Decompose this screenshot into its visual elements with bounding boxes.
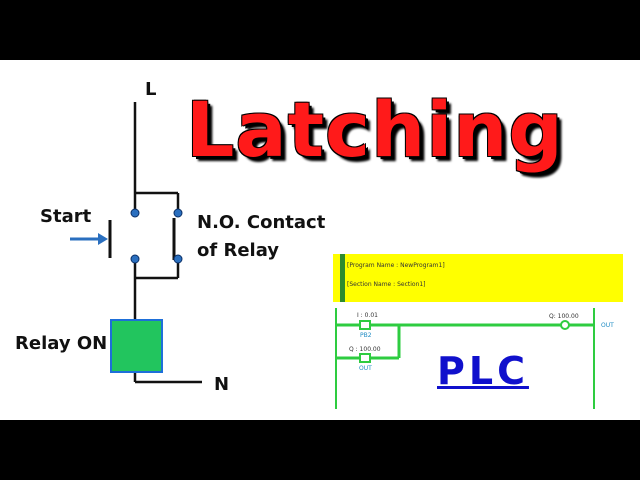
input-label: PB2 <box>360 332 372 339</box>
relay-label: Relay ON <box>15 333 108 354</box>
hold-contact <box>359 353 371 363</box>
contact-label-line2: of Relay <box>197 240 280 261</box>
output-coil <box>560 320 570 330</box>
section-name: [Section Name : Section1] <box>347 281 426 288</box>
input-contact <box>359 320 371 330</box>
output-address: Q: 100.00 <box>549 313 579 320</box>
contact-label-line1: N.O. Contact <box>197 212 326 233</box>
thumbnail-canvas: Latching L N Start N.O. <box>0 60 640 420</box>
relay-circuit-diagram <box>70 102 202 384</box>
plc-header-edge <box>340 254 345 302</box>
output-label: OUT <box>601 322 614 329</box>
contact-terminal-top <box>173 208 183 218</box>
plc-big-label: PLC <box>437 349 529 393</box>
relay-coil <box>110 319 163 373</box>
title-latching: Latching <box>186 85 564 174</box>
contact-terminal-bottom <box>173 254 183 264</box>
input-address: I : 0.01 <box>357 312 378 319</box>
start-terminal-bottom <box>130 254 140 264</box>
start-label: Start <box>40 206 92 227</box>
line-label: L <box>145 79 157 100</box>
hold-address: Q : 100.00 <box>349 346 381 353</box>
plc-header-bar <box>333 254 623 302</box>
start-terminal-top <box>130 208 140 218</box>
start-arrow-icon <box>70 233 108 245</box>
neutral-label: N <box>214 374 230 395</box>
hold-label: OUT <box>359 365 372 372</box>
ladder-rung <box>335 308 595 409</box>
plc-ladder-screenshot: [Program Name : NewProgram1] [Section Na… <box>333 254 623 409</box>
program-name: [Program Name : NewProgram1] <box>347 262 445 269</box>
